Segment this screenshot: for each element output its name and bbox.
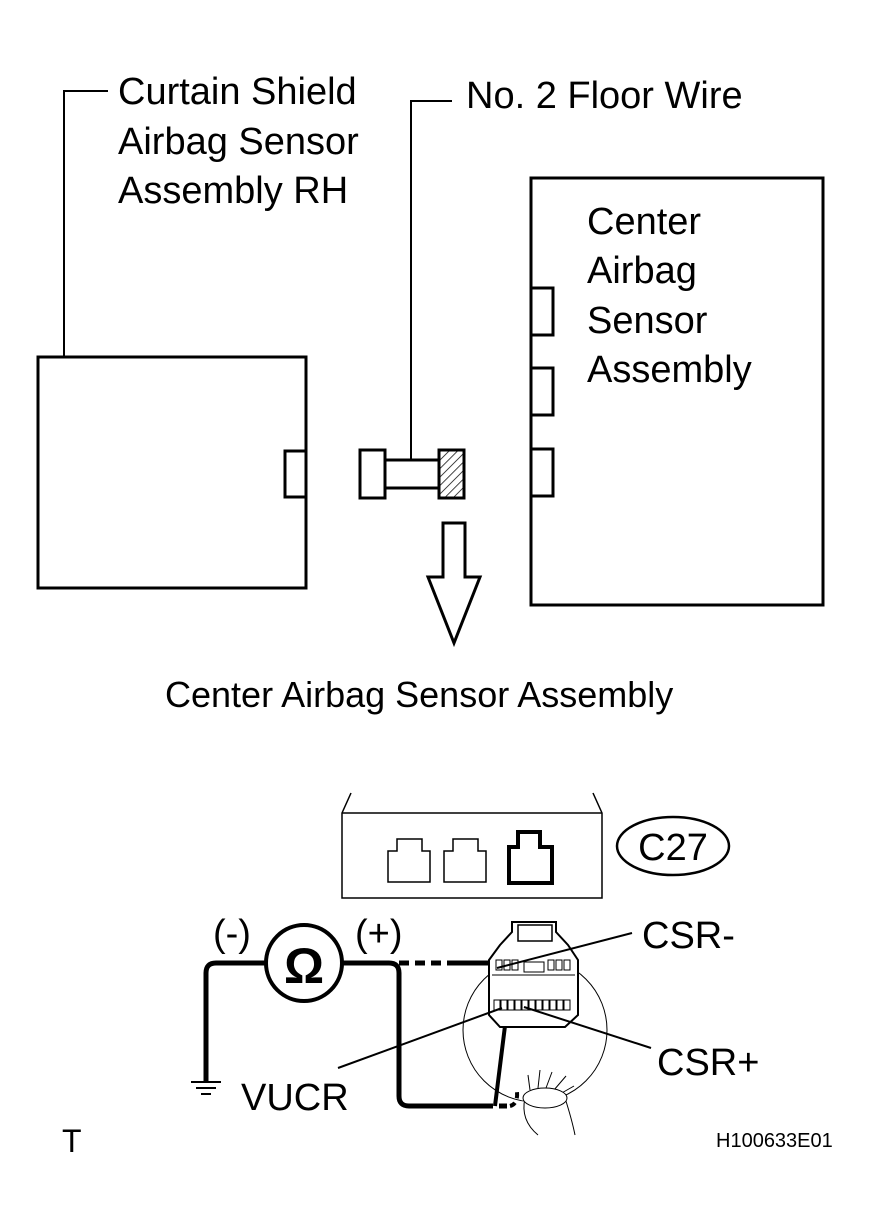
curtain-sensor-assembly (36, 355, 308, 590)
csr-minus-leader (496, 932, 633, 969)
connector-pin-row-upper (495, 959, 571, 973)
center-sensor-label: Center Airbag Sensor Assembly (587, 201, 752, 391)
floor-wire-leader (410, 100, 452, 460)
center-sensor-assembly (529, 176, 825, 607)
minus-test-lead (203, 960, 266, 1082)
connector-rear-view (462, 921, 608, 1136)
connector-cavity-3-active (507, 830, 554, 885)
plus-test-lead (342, 960, 485, 1109)
corner-mark: T (62, 1123, 82, 1159)
connector-code-badge (615, 815, 731, 877)
probe-wire-bottom (509, 1091, 520, 1108)
floor-wire-connector (358, 448, 466, 500)
plus-lead-label: (+) (355, 913, 403, 955)
wire-harness (522, 1069, 576, 1136)
down-arrow-icon (425, 521, 483, 648)
terminal-csr-minus-label: CSR- (642, 915, 735, 957)
floor-wire-label: No. 2 Floor Wire (466, 75, 743, 117)
figure-id: H100633E01 (716, 1130, 833, 1152)
terminal-vucr-label: VUCR (241, 1077, 349, 1119)
csr-plus-leader (523, 1006, 652, 1049)
curtain-sensor-leader (63, 90, 108, 357)
curtain-sensor-label: Curtain Shield Airbag Sensor Assembly RH (118, 71, 369, 212)
ohmmeter: Ω (264, 923, 344, 1003)
ground-icon (191, 1081, 221, 1095)
connector-cavity-2 (443, 838, 487, 883)
ohm-symbol: Ω (284, 938, 324, 994)
connector-pin-row-lower (493, 999, 571, 1011)
terminal-csr-plus-label: CSR+ (657, 1042, 759, 1084)
minus-lead-label: (-) (213, 913, 251, 955)
connector-cavity-1 (387, 838, 431, 883)
connector-heading: Center Airbag Sensor Assembly (165, 674, 673, 715)
vucr-leader (337, 1007, 503, 1069)
connector-front-view (341, 792, 603, 899)
connector-code: C27 (638, 827, 708, 869)
